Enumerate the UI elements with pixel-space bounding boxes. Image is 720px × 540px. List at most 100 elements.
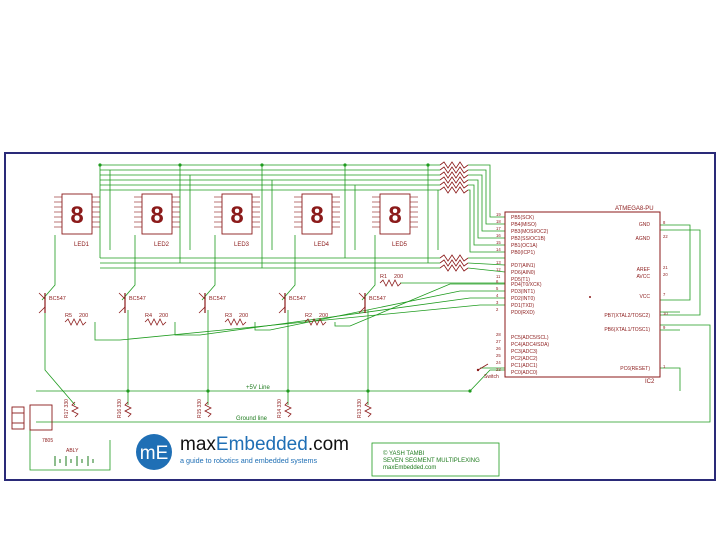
mcu-left-pin-num: 19: [496, 212, 501, 217]
mcu-left-pin: PC1(ADC1): [511, 363, 538, 369]
bottom-resistor: R15 330: [197, 399, 212, 418]
title-text: SEVEN SEGMENT MULTIPLEXING: [383, 458, 480, 464]
resistor-value: 200: [394, 274, 403, 280]
transistor-label: BC547: [289, 296, 306, 302]
display-label: LED3: [234, 242, 250, 248]
resistor-ref: R3: [225, 313, 232, 319]
mcu-left-pin: PC2(ADC2): [511, 356, 538, 362]
mcu-left-pin-num: 23: [496, 367, 501, 372]
base-resistor: R4 200: [144, 313, 168, 326]
mcu-left-pin: PB1(OC1A): [511, 243, 538, 249]
mcu-right-pin-num: 1: [663, 364, 666, 369]
mcu-left-pin: PD7(AIN1): [511, 263, 536, 269]
mcu-left-pin-num: 25: [496, 353, 501, 358]
mcu-left-pin-num: 14: [496, 247, 501, 252]
mcu-right-pin: GND: [639, 222, 651, 228]
mcu: ATMEGA8-PU IC2 PB5(SCK)19PB4(MISO)18PB3(…: [496, 206, 668, 385]
mcu-left-pin-num: 26: [496, 346, 501, 351]
mcu-right-pin-num: 9: [663, 325, 666, 330]
display-label: LED1: [74, 242, 90, 248]
mcu-left-pin: PB2(SS/OC1B): [511, 236, 546, 242]
resistor-value: 200: [79, 313, 88, 319]
base-resistor: R5 200: [64, 313, 88, 326]
mcu-left-pin-num: 27: [496, 339, 501, 344]
logo-wordmark: maxEmbedded.com: [180, 434, 349, 455]
logo-brand-b: Embedded: [216, 434, 308, 455]
gnd-net-label: Ground line: [236, 416, 268, 422]
logo-tagline: a guide to robotics and embedded systems: [180, 456, 317, 465]
mcu-left-pin-num: 5: [496, 286, 499, 291]
mcu-left-pin: PD3(INT1): [511, 289, 535, 295]
display-label: LED2: [154, 242, 170, 248]
battery: [54, 456, 94, 466]
mcu-left-pin: PD6(AIN0): [511, 270, 536, 276]
mcu-left-pin: PB5(SCK): [511, 215, 534, 221]
logo-badge-icon: [136, 434, 172, 470]
mcu-left-pin: PD2(INT0): [511, 296, 535, 302]
mcu-left-pin-num: 17: [496, 226, 501, 231]
resistor-ref: R1: [380, 274, 387, 280]
mcu-left-pin: PC5(ADC5/SCL): [511, 335, 549, 341]
bottom-resistor: R17 330: [64, 399, 79, 418]
regulator-ref: 7805: [42, 438, 53, 444]
mcu-left-pin-num: 12: [496, 267, 501, 272]
bottom-resistor-label: R15 330: [197, 399, 203, 418]
mcu-right-pin-num: 7: [663, 292, 666, 297]
mcu-left-pin-num: 28: [496, 332, 501, 337]
mcu-right-pin: AREF: [637, 267, 650, 273]
logo-badge: mE: [140, 443, 169, 464]
bottom-resistor-label: R13 330: [357, 399, 363, 418]
mcu-right-pin: AGND: [636, 236, 651, 242]
mcu-right-pin-num: 8: [663, 220, 666, 225]
resistor-value: 200: [159, 313, 168, 319]
mcu-right-pin: PB6(XTAL1/TOSC1): [604, 327, 650, 333]
resistor-ref: R4: [145, 313, 152, 319]
title-block: © YASH TAMBI SEVEN SEGMENT MULTIPLEXING …: [371, 442, 500, 477]
sheet-frame: [4, 152, 716, 481]
mcu-right-pin: AVCC: [636, 274, 650, 280]
mcu-left-pin: PD4(T0/XCK): [511, 282, 542, 288]
mcu-left-pin-num: 24: [496, 360, 501, 365]
mcu-left-pin-num: 3: [496, 300, 499, 305]
mcu-left-pin-num: 13: [496, 260, 501, 265]
mcu-left-pin: PB4(MISO): [511, 222, 537, 228]
base-resistor: R1 200: [379, 274, 403, 287]
mcu-left-pin: PB0(ICP1): [511, 250, 535, 256]
resistor-ref: R5: [65, 313, 72, 319]
title-author: © YASH TAMBI: [383, 450, 425, 457]
reset-switch[interactable]: Switch: [476, 363, 499, 380]
mcu-right-pin-num: 10: [663, 311, 668, 316]
battery-label: ABLY: [66, 448, 79, 454]
mcu-right-pin-num: 21: [663, 265, 668, 270]
mcu-right-pin: VCC: [639, 294, 650, 300]
resistor-value: 200: [239, 313, 248, 319]
resistor-value: 200: [319, 313, 328, 319]
mcu-right-pin-num: 22: [663, 234, 668, 239]
regulator: [11, 404, 53, 431]
bottom-resistor-label: R17 330: [64, 399, 70, 418]
bottom-resistor: R14 330: [277, 399, 292, 418]
resistor-bank: [439, 161, 469, 272]
mcu-left-pin-num: 18: [496, 219, 501, 224]
mcu-right-pin: PC6(RESET): [620, 366, 650, 372]
switch-label: Switch: [484, 374, 499, 380]
transistor: BC547: [38, 292, 66, 314]
display-digit: 8: [150, 202, 163, 229]
right-pins-wiring: [660, 311, 680, 331]
display-digit: 8: [230, 202, 243, 229]
mcu-left-pin-num: 2: [496, 307, 499, 312]
display-label: LED4: [314, 242, 330, 248]
mcu-left-pin: PC0(ADC0): [511, 370, 538, 376]
mcu-right-pin-num: 20: [663, 272, 668, 277]
transistor: BC547: [198, 292, 226, 314]
